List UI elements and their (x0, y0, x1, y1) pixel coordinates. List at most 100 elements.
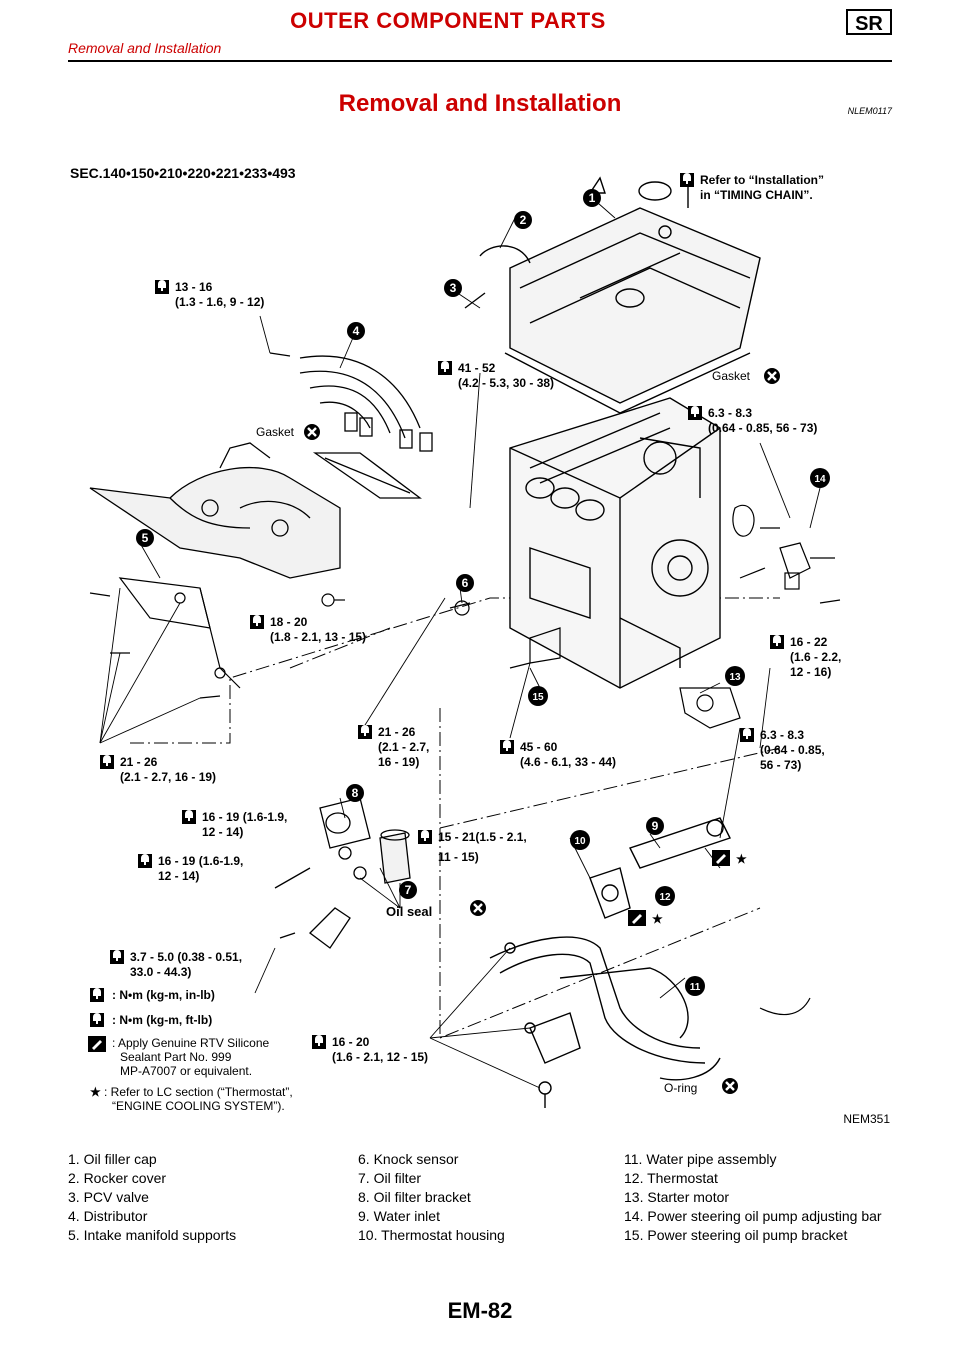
callout-12: 12 (659, 892, 671, 903)
callout-14: 14 (814, 474, 826, 485)
torque-16-19a-line1: 16 - 19 (1.6-1.9, (202, 810, 287, 824)
torque-41-52-line1: 41 - 52 (458, 361, 496, 375)
gasket-label-2: Gasket (256, 425, 295, 439)
callout-13: 13 (729, 672, 741, 683)
oil-seal-label: Oil seal (386, 904, 432, 919)
torque-21-26a-line1: 21 - 26 (120, 755, 158, 769)
torque-16-20-line1: 16 - 20 (332, 1035, 370, 1049)
legend-item: 1. Oil filler cap (68, 1151, 157, 1167)
legend-item: 4. Distributor (68, 1208, 148, 1224)
gasket-label-1: Gasket (712, 369, 751, 383)
torque-6383a-line1: 6.3 - 8.3 (708, 406, 752, 420)
torque-21-26b-line2: (2.1 - 2.7, (378, 740, 429, 754)
key-star-line2: “ENGINE COOLING SYSTEM”). (112, 1099, 285, 1113)
torque-41-52-line2: (4.2 - 5.3, 30 - 38) (458, 376, 554, 390)
callout-5: 5 (142, 531, 149, 545)
legend-item: 14. Power steering oil pump adjusting ba… (624, 1208, 882, 1224)
seal-labels: Gasket Gasket Oil seal O-ring ★ ★ (256, 366, 782, 1096)
torque-16-22-line1: 16 - 22 (790, 635, 828, 649)
torque-18-20-line2: (1.8 - 2.1, 13 - 15) (270, 630, 366, 644)
timing-ref-line1: Refer to “Installation” (700, 173, 824, 187)
star-mark-1: ★ (736, 852, 747, 866)
torque-15-21-line1: 15 - 21(1.5 - 2.1, (438, 830, 527, 844)
callout-numbers: 1 2 3 4 5 6 7 8 9 10 11 12 13 14 15 (136, 189, 830, 996)
engine-block-drawing (509, 397, 721, 689)
legend-item: 7. Oil filter (358, 1170, 422, 1186)
timing-ref-line2: in “TIMING CHAIN”. (700, 188, 813, 202)
sec-label: SEC.140•150•210•220•221•233•493 (70, 165, 296, 181)
torque-16-20-line2: (1.6 - 2.1, 12 - 15) (332, 1050, 428, 1064)
distributor-drawing (269, 352, 433, 452)
callout-15: 15 (532, 692, 544, 703)
legend-item: 5. Intake manifold supports (68, 1227, 237, 1243)
key-rtv-line1: : Apply Genuine RTV Silicone (112, 1036, 270, 1050)
legend-item: 15. Power steering oil pump bracket (624, 1227, 848, 1243)
callout-2: 2 (520, 213, 527, 227)
torque-21-26b-line3: 16 - 19) (378, 755, 419, 769)
torque-21-26b-line1: 21 - 26 (378, 725, 416, 739)
oil-filter-drawing (274, 797, 411, 949)
torque-13-16-line2: (1.3 - 1.6, 9 - 12) (175, 295, 264, 309)
legend-item: 11. Water pipe assembly (624, 1151, 777, 1167)
torque-6383a-line2: (0.64 - 0.85, 56 - 73) (708, 421, 817, 435)
legend-item: 2. Rocker cover (68, 1170, 167, 1186)
torque-16-22-line3: 12 - 16) (790, 665, 831, 679)
torque-18-20-line1: 18 - 20 (270, 615, 308, 629)
star-mark-2: ★ (652, 912, 663, 926)
legend-column-1: 1. Oil filler cap 2. Rocker cover 3. PCV… (68, 1150, 236, 1245)
page-number: EM-82 (447, 1298, 513, 1323)
callout-11: 11 (690, 982, 701, 993)
legend-item: 6. Knock sensor (358, 1151, 459, 1167)
callout-3: 3 (450, 281, 457, 295)
legend-item: 13. Starter motor (624, 1189, 730, 1205)
torque-45-60-line1: 45 - 60 (520, 740, 558, 754)
torque-6383b-line3: 56 - 73) (760, 758, 801, 772)
key-star-mark: ★ (90, 1085, 101, 1099)
page-header-subtitle: Removal and Installation (68, 40, 222, 56)
torque-16-19b-line1: 16 - 19 (1.6-1.9, (158, 854, 243, 868)
torque-21-26a-line2: (2.1 - 2.7, 16 - 19) (120, 770, 216, 784)
torque-16-19a-line2: 12 - 14) (202, 825, 243, 839)
o-ring-label: O-ring (664, 1081, 697, 1095)
engine-badge: SR (846, 9, 892, 35)
torque-16-19b-line2: 12 - 14) (158, 869, 199, 883)
torque-6383b-line2: (0.64 - 0.85, (760, 743, 825, 757)
legend-item: 12. Thermostat (624, 1170, 718, 1186)
callout-9: 9 (652, 819, 659, 833)
callout-10: 10 (574, 836, 586, 847)
legend-item: 8. Oil filter bracket (358, 1189, 471, 1205)
key-rtv-line3: MP-A7007 or equivalent. (120, 1064, 252, 1078)
torque-16-22-line2: (1.6 - 2.2, (790, 650, 841, 664)
callout-7: 7 (405, 883, 412, 897)
torque-6383b-line1: 6.3 - 8.3 (760, 728, 804, 742)
key-rtv-line2: Sealant Part No. 999 (120, 1050, 232, 1064)
callout-8: 8 (352, 786, 359, 800)
torque-37-50-line2: 33.0 - 44.3) (130, 965, 191, 979)
figure-code: NEM351 (843, 1112, 890, 1126)
page-header-title: OUTER COMPONENT PARTS (290, 8, 606, 33)
header-rule (68, 60, 892, 62)
legend-column-2: 6. Knock sensor 7. Oil filter 8. Oil fil… (358, 1150, 505, 1245)
callout-6: 6 (462, 576, 469, 590)
legend-item: 3. PCV valve (68, 1189, 149, 1205)
exploded-view-figure: SEC.140•150•210•220•221•233•493 (70, 165, 841, 1113)
key-nm-in: : N•m (kg-m, in-lb) (112, 988, 215, 1002)
rocker-cover-drawing (464, 174, 761, 414)
callout-1: 1 (589, 191, 596, 205)
section-code: NLEM0117 (847, 106, 892, 116)
section-title: Removal and Installation (338, 90, 622, 117)
key-star-line1: : Refer to LC section (“Thermostat”, (104, 1085, 293, 1099)
torque-13-16-line1: 13 - 16 (175, 280, 213, 294)
torque-45-60-line2: (4.6 - 6.1, 33 - 44) (520, 755, 616, 769)
key-nm-ft: : N•m (kg-m, ft-lb) (112, 1013, 212, 1027)
torque-37-50-line1: 3.7 - 5.0 (0.38 - 0.51, (130, 950, 242, 964)
symbol-key: : N•m (kg-m, in-lb) : N•m (kg-m, ft-lb) … (88, 988, 293, 1113)
small-parts-drawing (89, 504, 841, 1016)
legend-column-3: 11. Water pipe assembly 12. Thermostat 1… (624, 1150, 906, 1245)
water-pipe-drawing (489, 817, 731, 1108)
intake-manifold-drawing (89, 442, 422, 579)
torque-15-21-line2: 11 - 15) (438, 850, 479, 864)
legend-item: 9. Water inlet (358, 1208, 440, 1224)
torque-callouts: Refer to “Installation” in “TIMING CHAIN… (100, 173, 841, 1064)
callout-4: 4 (353, 324, 360, 338)
